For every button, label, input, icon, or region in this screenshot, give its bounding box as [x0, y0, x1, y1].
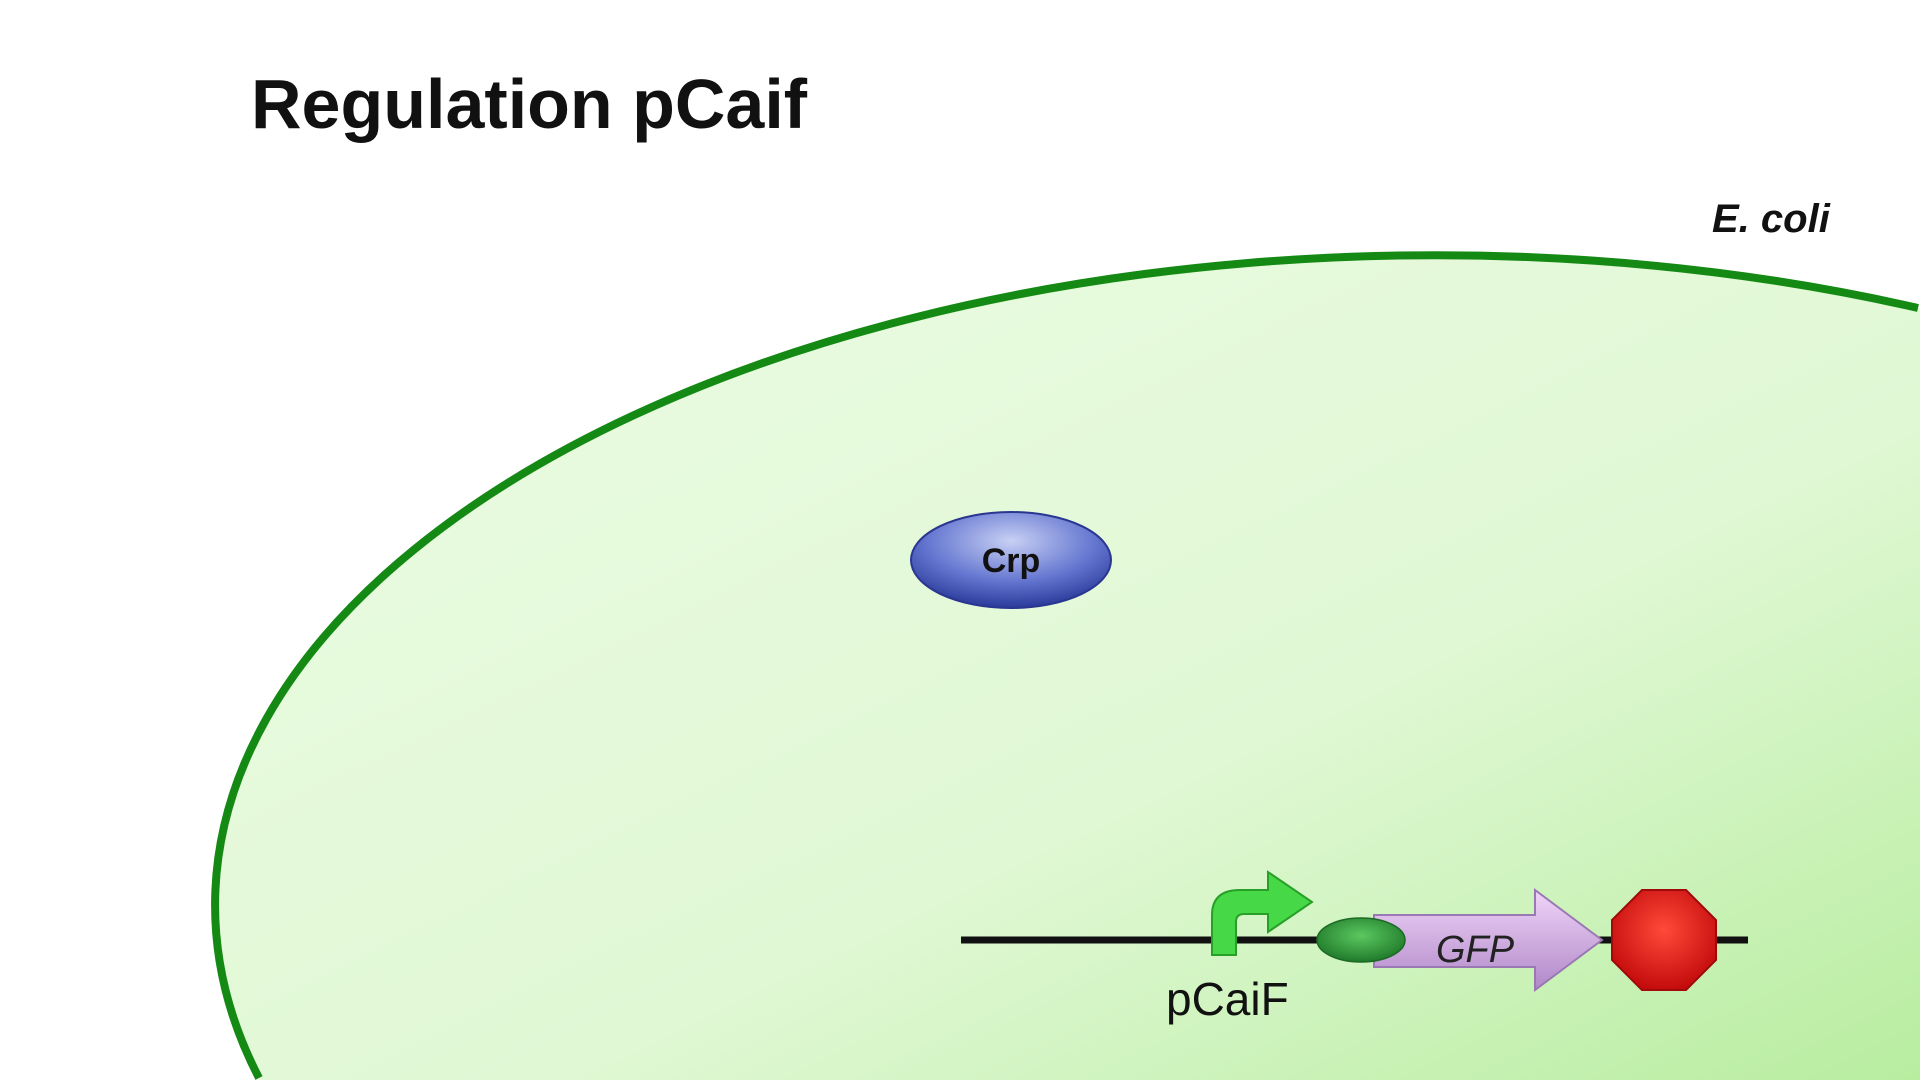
- rbs-icon: [1316, 917, 1406, 963]
- promoter-label: pCaiF: [1166, 973, 1289, 1025]
- promoter-arrow-icon: [1211, 870, 1314, 956]
- terminator-icon: [1611, 889, 1717, 991]
- gene-label: GFP: [1436, 929, 1515, 971]
- slide-title: Regulation pCaif: [251, 65, 808, 143]
- crp-protein: Crp: [910, 511, 1112, 609]
- crp-label: Crp: [982, 542, 1041, 580]
- cell-membrane: [211, 251, 1919, 1080]
- cell-interior: [214, 255, 1920, 1080]
- organism-label: E. coli: [1712, 197, 1831, 241]
- ecoli-cell: [211, 251, 1920, 1080]
- gfp-gene-arrow: [1373, 888, 1604, 992]
